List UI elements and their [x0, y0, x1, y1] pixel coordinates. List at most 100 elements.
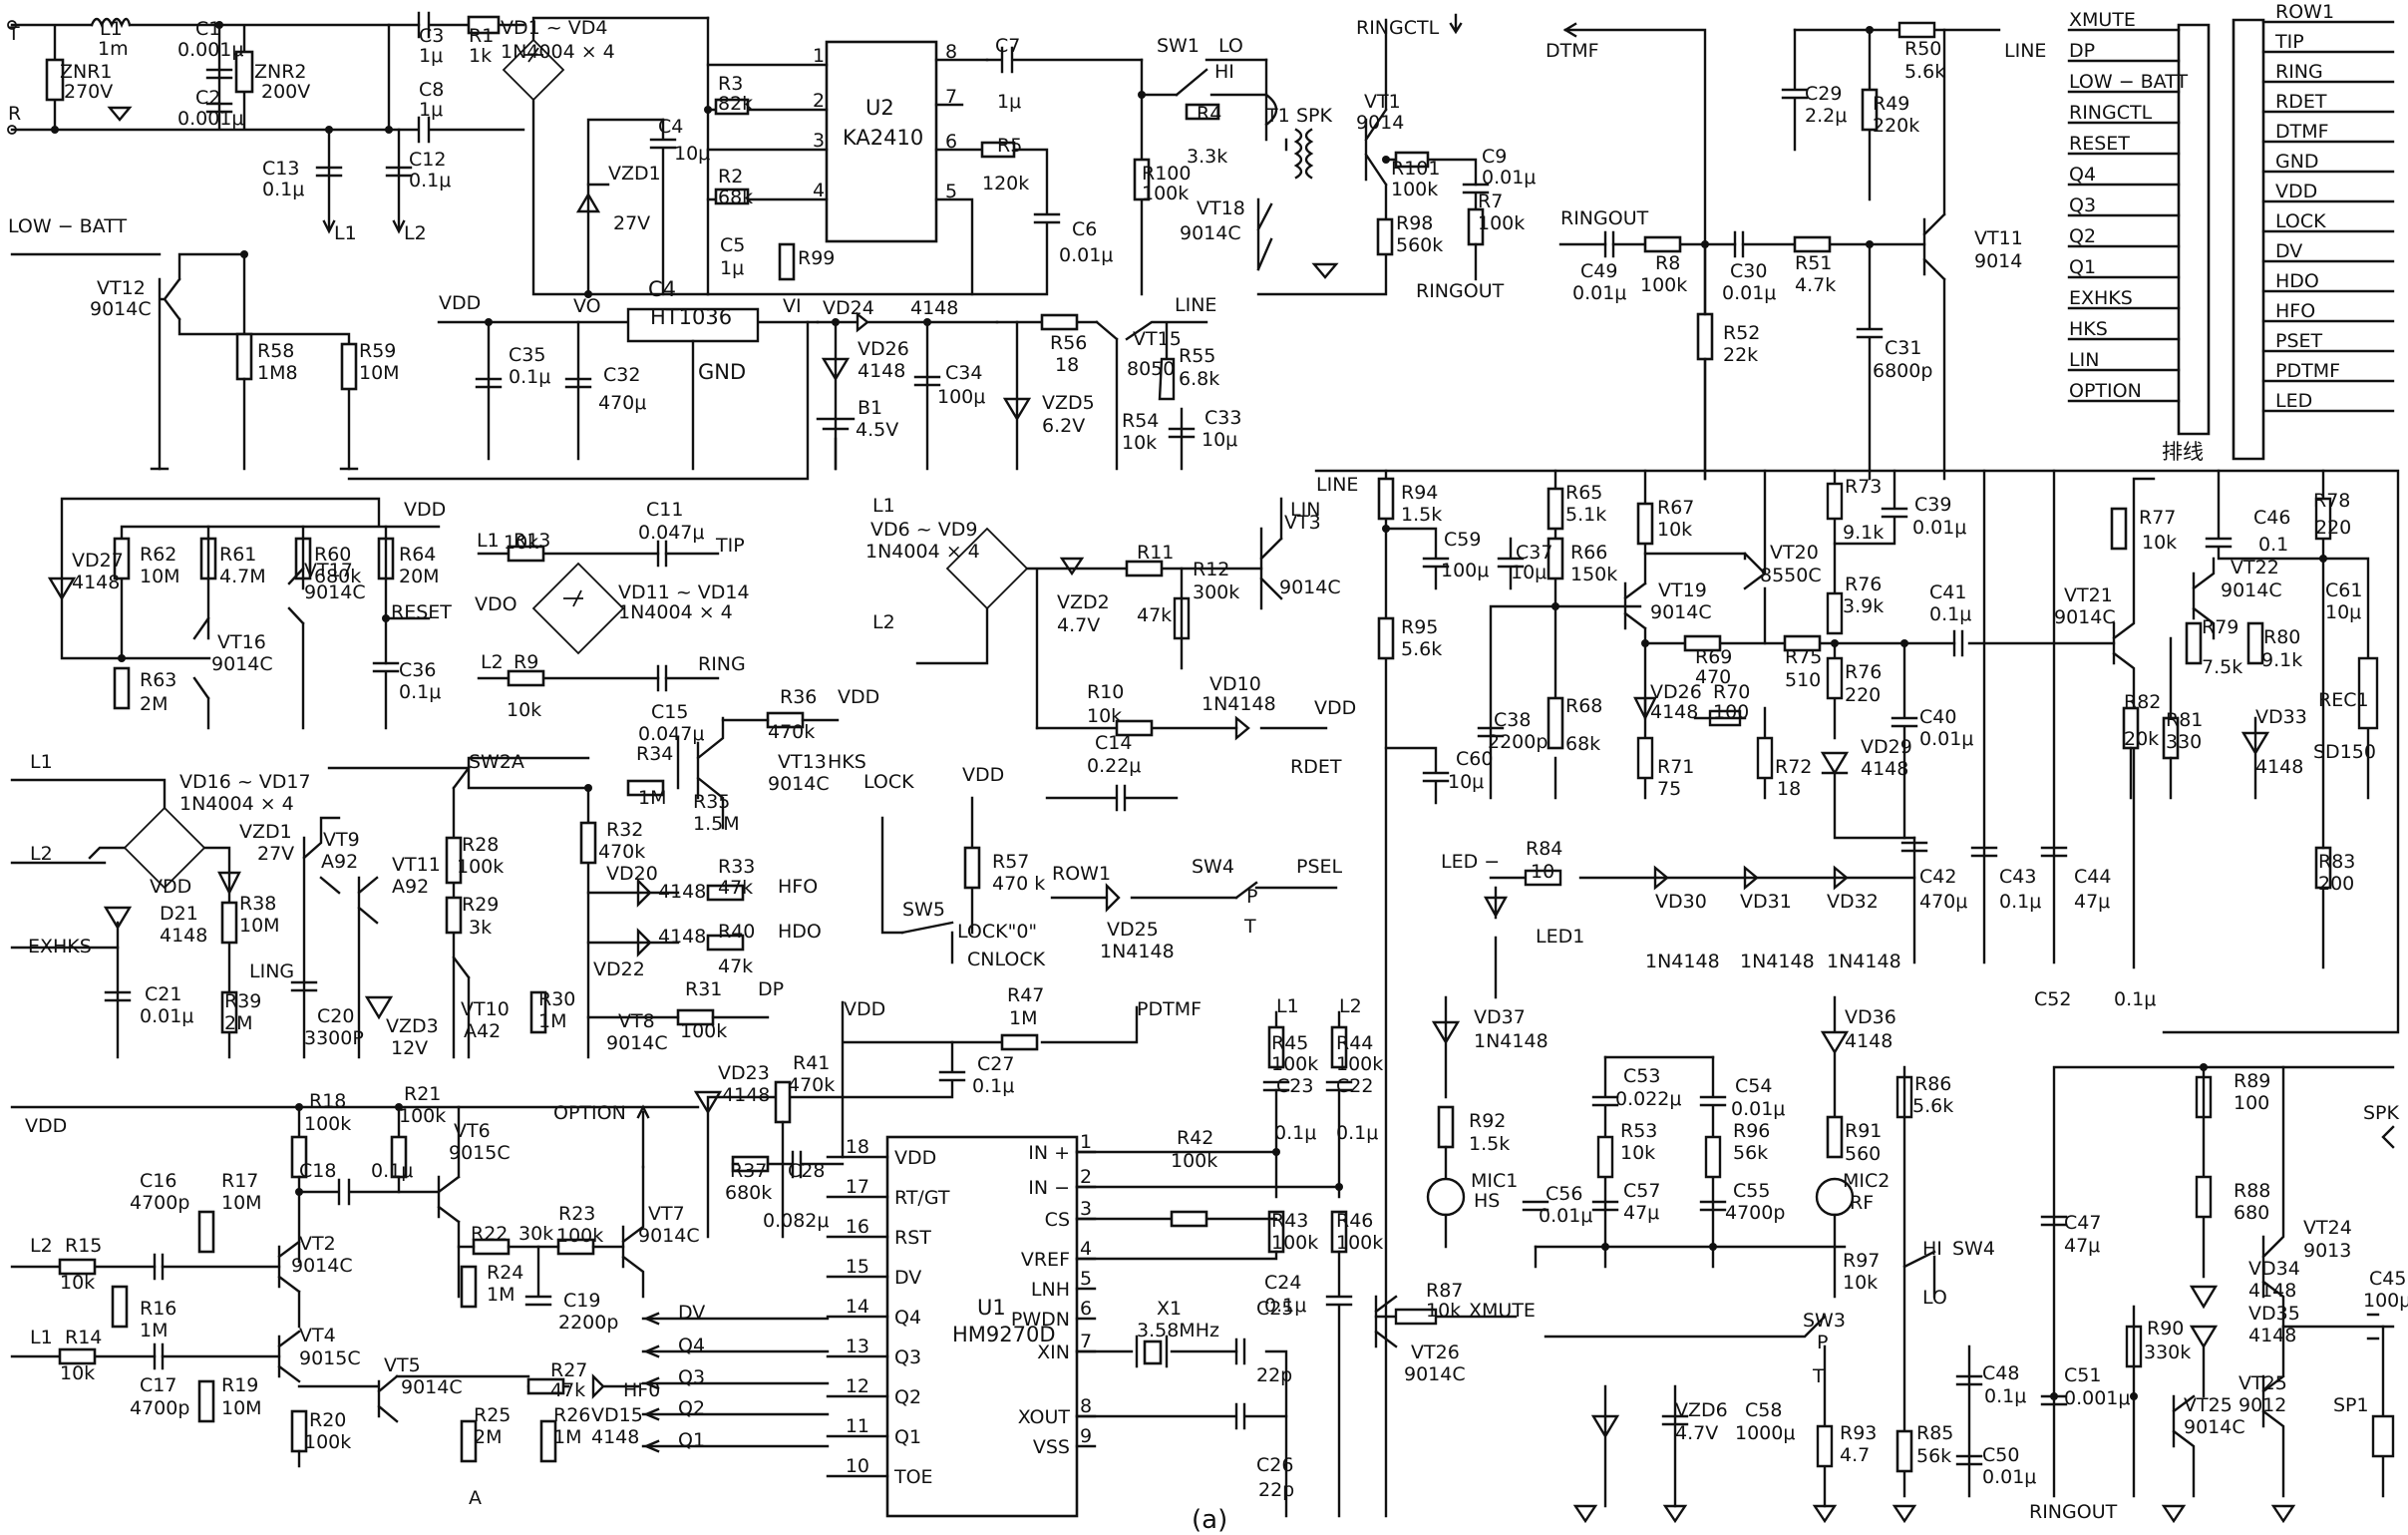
label-b1b: 4.5V — [856, 419, 898, 441]
label-c15a: C15 — [651, 701, 688, 723]
conn-left-signal-10: HKS — [2069, 318, 2108, 340]
conn-left-signal-0: XMUTE — [2069, 9, 2136, 31]
reset-section — [47, 497, 441, 730]
label-c40b: 0.01μ — [1919, 728, 1973, 750]
label-vzd1d: 27V — [257, 843, 294, 865]
label-ringout1: RINGOUT — [1416, 280, 1505, 302]
label-c1b: 0.001μ — [177, 39, 243, 61]
u2-name: U2 — [865, 96, 894, 120]
label-r88a: R88 — [2234, 1180, 2270, 1202]
label-r43b: 100k — [1271, 1232, 1318, 1254]
label-c17b: 4700p — [130, 1397, 189, 1419]
label-r20b: 100k — [304, 1431, 351, 1453]
label-r73a: R73 — [1845, 476, 1882, 498]
label-vd26d: 4148 — [1650, 701, 1698, 723]
label-c56b: 0.01μ — [1539, 1205, 1592, 1227]
label-vt25b: 9012 — [2238, 1394, 2286, 1416]
u1-pin-name-15: DV — [894, 1267, 921, 1289]
label-vd29b: 4148 — [1861, 758, 1908, 780]
label-vt11a: VT11 — [392, 854, 441, 876]
label-c17a: C17 — [140, 1374, 176, 1396]
label-c57b: 47μ — [1623, 1202, 1659, 1224]
figure-caption: (a) — [1192, 1505, 1227, 1535]
label-vd14b: 1N4004 × 4 — [501, 41, 615, 63]
u2-pin-6: 6 — [945, 131, 957, 153]
label-vt2b: 9014C — [291, 1255, 353, 1277]
label-r13a: R13 — [514, 530, 550, 552]
label-r94b: 1.5k — [1401, 504, 1442, 526]
label-r63b: 2M — [140, 693, 168, 715]
u1-pin-num-7: 7 — [1080, 1331, 1092, 1352]
label-lock1: LOCK — [863, 771, 914, 793]
label-vzd3b: 12V — [391, 1037, 428, 1059]
connector-right-signals: ROW1TIPRINGRDETDTMFGNDVDDLOCKDVHDOHFOPSE… — [2261, 1, 2395, 413]
label-vt13a: VT13 — [778, 751, 827, 773]
label-r68b: 68k — [1565, 733, 1600, 755]
label-r95b: 5.6k — [1401, 638, 1442, 660]
label-vd23b: 4148 — [722, 1084, 770, 1106]
label-r1a: R1 — [469, 25, 494, 47]
label-r33a: R33 — [718, 856, 755, 878]
option-section — [10, 1104, 700, 1468]
label-vd30b: 1N4148 — [1645, 951, 1720, 972]
label-r26a: R26 — [553, 1404, 590, 1426]
u1-pin-num-9: 9 — [1080, 1425, 1092, 1447]
label-line3: LINE — [1316, 474, 1358, 496]
label-r72a: R72 — [1775, 756, 1812, 778]
label-r91b: 560 — [1845, 1143, 1881, 1165]
label-c6b: 0.01μ — [1059, 244, 1113, 266]
label-r84a: R84 — [1526, 838, 1562, 860]
label-r92a: R92 — [1469, 1110, 1506, 1132]
u2-pin-5: 5 — [945, 181, 957, 202]
label-c5b: 1μ — [720, 257, 744, 279]
label-r62a: R62 — [140, 544, 176, 566]
label-c37a: C37 — [1516, 542, 1552, 564]
label-c12b: 0.1μ — [409, 170, 451, 192]
label-r81a: R81 — [2166, 709, 2203, 731]
label-r25a: R25 — [474, 1404, 511, 1426]
u2-part: KA2410 — [843, 126, 923, 150]
label-r10a: R10 — [1087, 681, 1124, 703]
label-t: T — [7, 23, 20, 45]
label-c41b: 0.1μ — [1929, 603, 1971, 625]
label-r42b: 100k — [1171, 1150, 1217, 1172]
label-r41b: 470k — [788, 1074, 835, 1096]
label-hfo1: HFO — [778, 876, 818, 898]
label-r2a: R2 — [718, 166, 743, 188]
tip-ring-section — [477, 540, 720, 692]
label-r83a: R83 — [2318, 851, 2355, 873]
label-line1: LINE — [1175, 294, 1216, 316]
label-r28a: R28 — [462, 834, 499, 856]
label-r66a: R66 — [1570, 542, 1607, 564]
label-r78b: 220 — [2315, 517, 2351, 539]
label-led1b: LED1 — [1536, 926, 1584, 948]
label-r11a: R11 — [1137, 542, 1174, 564]
label-vzd1b: 27V — [613, 212, 650, 234]
label-c18a: C18 — [299, 1160, 336, 1182]
label-r14a: R14 — [65, 1327, 102, 1348]
label-c13b: 0.1μ — [262, 179, 304, 200]
label-r71a: R71 — [1657, 756, 1694, 778]
u1-pin-name-5: LNH — [1031, 1279, 1070, 1301]
amplifier-section — [1314, 469, 2400, 1518]
label-r44a: R44 — [1336, 1032, 1373, 1054]
label-vt21b: 9014C — [2054, 606, 2116, 628]
label-sw1: SW1 — [1157, 35, 1200, 57]
ic-hm9270d — [885, 1135, 1079, 1518]
u1-pin-name-12: Q2 — [894, 1386, 921, 1408]
label-t1: T1 — [1265, 105, 1290, 127]
conn-left-signal-2: LOW − BATT — [2069, 71, 2188, 93]
label-c61b: 10μ — [2325, 601, 2361, 623]
label-vd33b: 4148 — [2255, 756, 2303, 778]
label-hi4: HI — [1922, 1238, 1942, 1260]
label-c2a: C2 — [195, 87, 220, 109]
label-vt8b: 9014C — [606, 1032, 668, 1054]
label-c47b: 47μ — [2064, 1235, 2100, 1257]
label-vzd2a: VZD2 — [1057, 591, 1110, 613]
label-r52b: 22k — [1723, 344, 1758, 366]
label-c19a: C19 — [563, 1290, 600, 1312]
label-vd29a: VD29 — [1861, 736, 1912, 758]
label-r46b: 100k — [1336, 1232, 1383, 1254]
label-c8a: C8 — [419, 79, 444, 101]
